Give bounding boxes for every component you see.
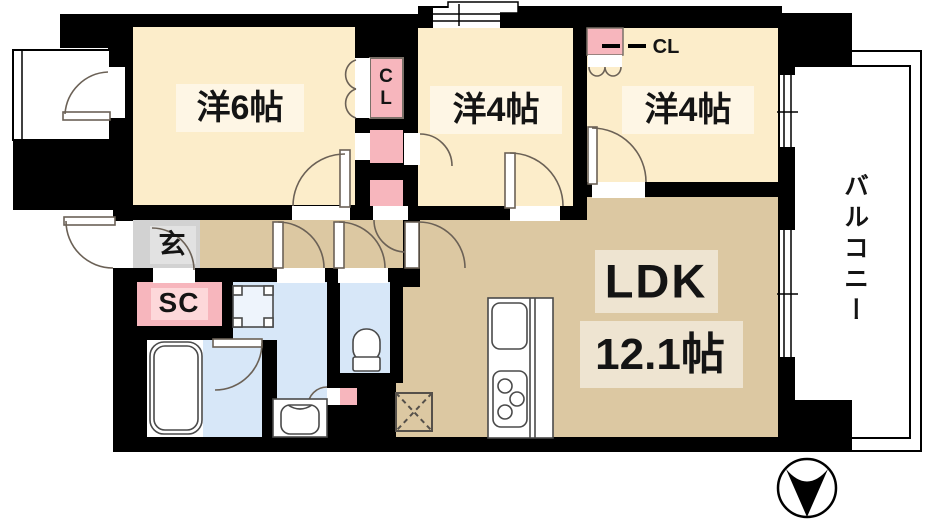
closet-cl-right-room [586,27,624,56]
alcove [12,49,111,141]
label-shoe-closet: SC [158,287,200,318]
balcony-railing [852,50,922,452]
north-compass-icon [776,457,838,519]
fixtures [149,285,554,439]
wall-balcony-top [782,13,852,67]
label-ldk-size: 12.1帖 [595,330,725,379]
label-bedroom-4-right: 洋4帖 [644,91,732,129]
shoe-closet-inner [151,288,208,320]
closet-hallway [370,180,403,206]
label-bedroom-4-center: 洋4帖 [452,91,540,129]
label-closet-center: CL [375,66,397,110]
doors [62,59,647,407]
label-bedroom-6: 洋6帖 [196,89,284,127]
cl-leader-line [602,44,646,48]
label-closet-right: CL [652,36,680,58]
closet-center-room [370,130,403,163]
hatched-box [395,392,433,432]
closet-niche [340,388,357,405]
wall-balcony-bottom [773,400,852,452]
balcony-floor [795,50,922,452]
label-ldk: LDK [604,254,708,308]
label-highlights [176,84,754,388]
room-ldk [396,197,778,437]
door-openings [106,55,645,405]
room-bath-doorway [203,340,262,437]
entrance-step [150,226,196,264]
windows [433,1,798,357]
kitchen-sink [491,302,528,350]
closet-cl-bedroom6 [369,57,404,119]
label-balcony: バルコニー [840,172,869,328]
label-entrance: 玄 [158,229,186,260]
